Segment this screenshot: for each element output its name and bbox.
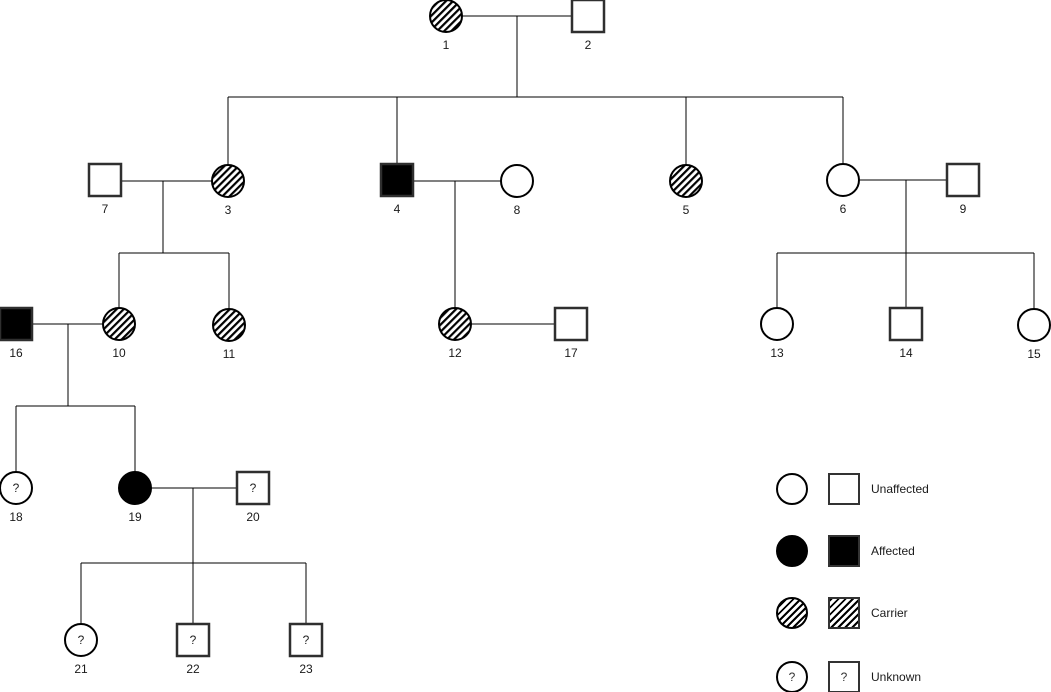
individual-id-label: 4 — [394, 202, 401, 216]
individual-13: 13 — [760, 307, 794, 360]
affected-female-icon — [776, 535, 808, 567]
unknown-glyph: ? — [250, 481, 257, 495]
carrier-female-icon — [776, 597, 808, 629]
legend-label-unknown: Unknown — [871, 670, 922, 684]
legend-label-carrier: Carrier — [871, 606, 908, 620]
unaffected-male-symbol[interactable] — [570, 0, 606, 34]
individual-5: 5 — [669, 164, 703, 217]
unknown-male-symbol[interactable] — [175, 622, 211, 658]
individual-id-label: 23 — [299, 662, 313, 676]
individual-id-label: 14 — [899, 346, 913, 360]
individual-id-label: 17 — [564, 346, 578, 360]
unknown-male-icon: ? — [828, 661, 860, 692]
unaffected-male-symbol[interactable] — [87, 162, 123, 198]
individual-id-label: 18 — [9, 510, 23, 524]
unknown-female-symbol[interactable] — [0, 471, 33, 505]
individual-4: 4 — [379, 162, 415, 216]
unaffected-female-symbol[interactable] — [826, 163, 860, 197]
legend-label-affected: Affected — [871, 544, 915, 558]
affected-male-icon — [828, 535, 860, 567]
individual-8: 8 — [500, 164, 534, 217]
affected-female-symbol[interactable] — [118, 471, 152, 505]
affected-male-symbol[interactable] — [0, 306, 34, 342]
affected-male-symbol[interactable] — [379, 162, 415, 198]
legend-row-unknown: ? ? Unknown — [776, 661, 1051, 692]
individual-id-label: 10 — [112, 346, 126, 360]
carrier-female-symbol[interactable] — [669, 164, 703, 198]
carrier-male-icon — [828, 597, 860, 629]
individual-id-label: 16 — [9, 346, 23, 360]
individual-id-label: 5 — [683, 203, 690, 217]
unaffected-female-icon — [776, 473, 808, 505]
individual-16: 16 — [0, 306, 34, 360]
unaffected-male-symbol[interactable] — [553, 306, 589, 342]
individual-id-label: 7 — [102, 202, 109, 216]
individual-id-label: 20 — [246, 510, 260, 524]
individual-id-label: 9 — [960, 202, 967, 216]
individual-id-label: 11 — [223, 347, 236, 361]
legend-row-unaffected: Unaffected — [776, 473, 1051, 505]
individual-id-label: 8 — [514, 203, 521, 217]
individual-20: ? 20 — [235, 470, 271, 524]
individual-9: 9 — [945, 162, 981, 216]
legend-label-unaffected: Unaffected — [871, 482, 929, 496]
individual-7: 7 — [87, 162, 123, 216]
unaffected-female-symbol[interactable] — [1017, 308, 1051, 342]
unaffected-female-symbol[interactable] — [760, 307, 794, 341]
carrier-female-symbol[interactable] — [438, 307, 472, 341]
legend: Unaffected Affected Carrier ? ? Unknown — [776, 473, 1051, 692]
carrier-female-symbol[interactable] — [212, 308, 246, 342]
individual-10: 10 — [102, 307, 136, 360]
unknown-male-symbol[interactable] — [288, 622, 324, 658]
individual-15: 15 — [1017, 308, 1051, 361]
individual-id-label: 19 — [128, 510, 142, 524]
carrier-female-symbol[interactable] — [211, 164, 245, 198]
unknown-female-symbol[interactable] — [64, 623, 98, 657]
individual-id-label: 21 — [74, 662, 88, 676]
individual-id-label: 22 — [186, 662, 200, 676]
individual-id-label: 2 — [585, 38, 592, 52]
unknown-female-icon: ? — [776, 661, 808, 692]
unaffected-male-symbol[interactable] — [945, 162, 981, 198]
individual-id-label: 12 — [448, 346, 462, 360]
legend-row-affected: Affected — [776, 535, 1051, 567]
unknown-glyph: ? — [78, 633, 85, 647]
individual-17: 17 — [553, 306, 589, 360]
individual-2: 2 — [570, 0, 606, 52]
individual-1: 1 — [429, 0, 463, 52]
unknown-glyph: ? — [13, 481, 20, 495]
unknown-glyph: ? — [190, 633, 197, 647]
individual-21: ? 21 — [64, 623, 98, 676]
individual-id-label: 1 — [443, 38, 450, 52]
unaffected-male-symbol[interactable] — [888, 306, 924, 342]
individual-14: 14 — [888, 306, 924, 360]
individual-3: 3 — [211, 164, 245, 217]
individual-id-label: 13 — [770, 346, 784, 360]
individual-id-label: 3 — [225, 203, 232, 217]
legend-row-carrier: Carrier — [776, 597, 1051, 629]
individual-23: ? 23 — [288, 622, 324, 676]
unaffected-male-icon — [828, 473, 860, 505]
individual-id-label: 6 — [840, 202, 847, 216]
individual-12: 12 — [438, 307, 472, 360]
individual-22: ? 22 — [175, 622, 211, 676]
individual-18: ? 18 — [0, 471, 33, 524]
unknown-male-symbol[interactable] — [235, 470, 271, 506]
individual-6: 6 — [826, 163, 860, 216]
unknown-glyph: ? — [303, 633, 310, 647]
individual-11: 11 — [212, 308, 246, 361]
carrier-female-symbol[interactable] — [429, 0, 463, 33]
individual-19: 19 — [118, 471, 152, 524]
carrier-female-symbol[interactable] — [102, 307, 136, 341]
unaffected-female-symbol[interactable] — [500, 164, 534, 198]
individual-id-label: 15 — [1027, 347, 1041, 361]
